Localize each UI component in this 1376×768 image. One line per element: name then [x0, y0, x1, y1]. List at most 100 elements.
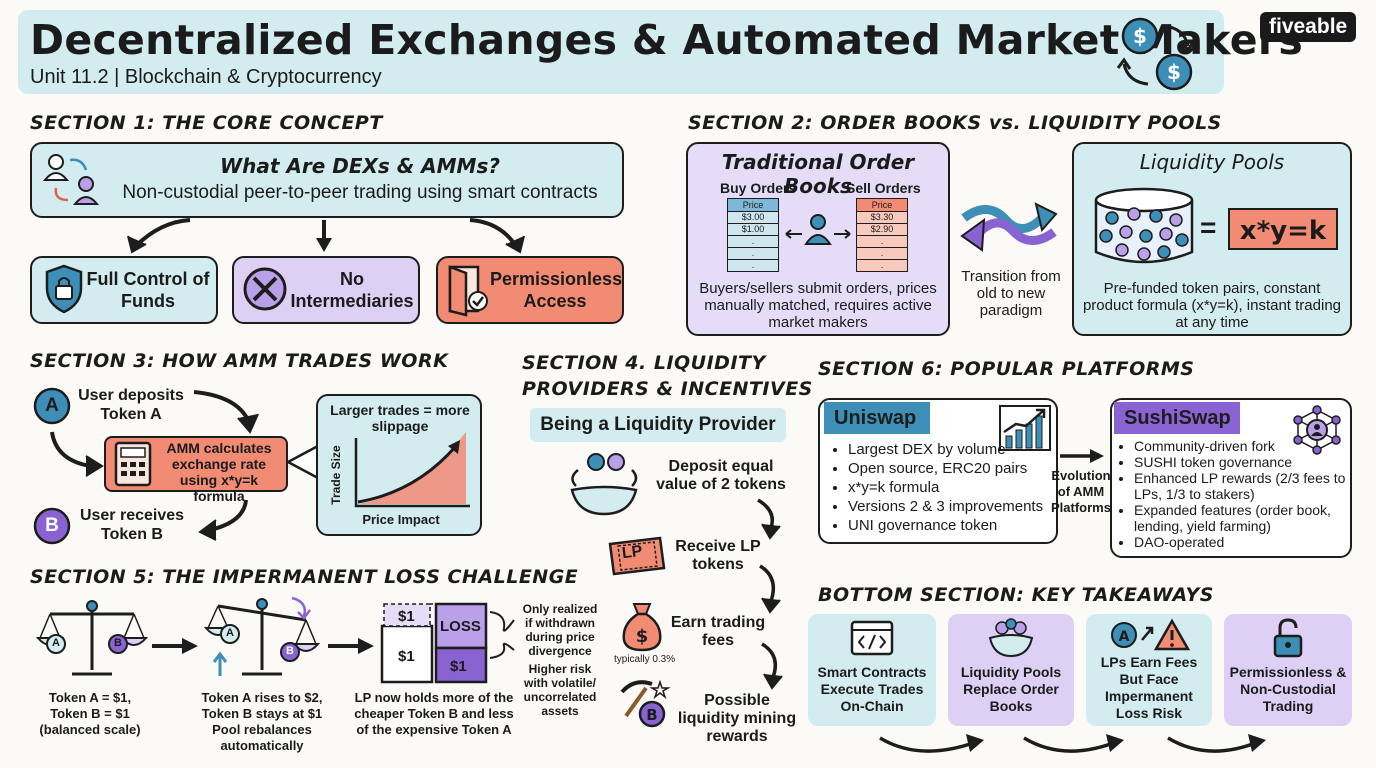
section3-heading: SECTION 3: HOW AMM TRADES WORK	[30, 350, 449, 372]
arrow-right-icon	[328, 638, 374, 654]
chart-x-label: Price Impact	[362, 512, 440, 527]
core-concept-text: Non-custodial peer-to-peer trading using…	[122, 182, 598, 203]
slippage-curve-chart	[354, 432, 470, 508]
token-b-letter: B	[45, 515, 59, 536]
step1-label: User deposits Token A	[78, 387, 184, 423]
token-b-icon	[33, 507, 71, 545]
section3-flow-arrows	[50, 390, 320, 541]
lp-holdings-bars	[380, 602, 488, 684]
il-note-risk: Higher risk with volatile/ uncorrelated …	[523, 662, 597, 718]
transition-label: Transition from old to new paradigm	[961, 268, 1061, 319]
table-row: $1.00	[728, 224, 778, 236]
section1-heading: SECTION 1: THE CORE CONCEPT	[30, 112, 383, 134]
calculator-icon	[114, 441, 152, 487]
liquidity-pools-title: Liquidity Pools	[1139, 150, 1285, 174]
fee-note: typically 0.3%	[614, 654, 676, 665]
peer-to-peer-icon	[42, 154, 100, 205]
table-row: .	[880, 260, 884, 270]
uniswap-bullets: Largest DEX by volume Open source, ERC20…	[830, 440, 1050, 535]
sushiswap-name: SushiSwap	[1114, 402, 1240, 434]
money-bag-icon: $	[622, 603, 662, 652]
token-a-letter: A	[45, 395, 59, 416]
list-item: x*y=k formula	[848, 478, 1050, 497]
header-banner	[18, 10, 1224, 94]
scale2-token-a: A	[226, 627, 234, 639]
scale1-token-a: A	[52, 637, 60, 649]
sushiswap-bullets: Community-driven fork SUSHI token govern…	[1118, 438, 1348, 550]
table-row: .	[857, 236, 907, 248]
list-item: Versions 2 & 3 improvements	[848, 497, 1050, 516]
table-row: $3.00	[728, 212, 778, 224]
pool-bowl-icon	[988, 618, 1034, 658]
takeaways-heading: BOTTOM SECTION: KEY TAKEAWAYS	[818, 584, 1214, 606]
network-dao-icon	[1293, 405, 1341, 455]
section4-flow-arrows	[757, 498, 783, 690]
section1-arrows	[127, 218, 525, 254]
takeaway-flow-arrows	[879, 734, 1266, 753]
balanced-scale-icon	[35, 600, 149, 676]
uniswap-name: Uniswap	[824, 402, 930, 434]
tilted-scale-icon	[203, 596, 321, 676]
bar-loss: LOSS	[440, 618, 481, 635]
table-row: $3.30	[857, 212, 907, 224]
code-window-icon	[850, 620, 894, 656]
core-item-label: Full Control of Funds	[86, 269, 210, 311]
page-title: Decentralized Exchanges & Automated Mark…	[30, 16, 1304, 64]
lp-step-label: Earn trading fees	[670, 614, 766, 649]
brand-logo: fiveable	[1260, 12, 1357, 42]
token-bowl-icon	[570, 453, 638, 516]
core-concept-title: What Are DEXs & AMMs?	[220, 154, 500, 178]
evolution-label: Evolution of AMM Platforms	[1051, 468, 1111, 515]
warning-icon: A	[1111, 618, 1191, 651]
table-row: $2.90	[857, 224, 907, 236]
bar-left-top: $1	[398, 608, 415, 625]
il-note-realized: Only realized if withdrawn during price …	[522, 602, 598, 658]
scale2-caption: Token A rises to $2, Token B stays at $1…	[201, 690, 323, 753]
transition-arrows-icon	[960, 202, 1058, 252]
chart-y-label: Trade Size	[329, 445, 343, 505]
table-header: Price	[728, 199, 778, 212]
section2-heading: SECTION 2: ORDER BOOKS vs. LIQUIDITY POO…	[688, 112, 1222, 134]
arrow-right-icon	[152, 638, 198, 654]
list-item: Open source, ERC20 pairs	[848, 459, 1050, 478]
section6-heading: SECTION 6: POPULAR PLATFORMS	[818, 358, 1195, 380]
takeaway-label: Permissionless & Non-Custodial Trading	[1229, 664, 1347, 714]
equals-sign: =	[1200, 212, 1217, 243]
sell-orders-table: Price $3.30 $2.90 . . .	[856, 198, 908, 272]
table-row: .	[728, 236, 778, 248]
takeaway-label: Liquidity Pools Replace Order Books	[960, 664, 1062, 714]
list-item: Enhanced LP rewards (2/3 fees to LPs, 1/…	[1134, 470, 1348, 502]
order-books-text: Buyers/sellers submit orders, prices man…	[699, 280, 937, 331]
core-item-label: Permissionless Access	[490, 269, 623, 311]
liquidity-pools-text: Pre-funded token pairs, constant product…	[1082, 280, 1342, 331]
token-a-icon	[33, 387, 71, 425]
page-subtitle: Unit 11.2 | Blockchain & Cryptocurrency	[30, 66, 382, 88]
svg-text:$: $	[636, 626, 649, 647]
section5-heading: SECTION 5: THE IMPERMANENT LOSS CHALLENG…	[30, 566, 579, 588]
section4-heading-line1: SECTION 4. LIQUIDITY	[522, 352, 766, 374]
list-item: Community-driven fork	[1134, 438, 1348, 454]
scale1-token-b: B	[114, 637, 122, 649]
lp-ticket-icon	[608, 536, 666, 576]
takeaway-label: Smart Contracts Execute Trades On-Chain	[817, 664, 927, 714]
lp-step-label: Receive LP tokens	[675, 538, 761, 573]
market-maker-icon	[785, 214, 851, 245]
core-item-label: No Intermediaries	[290, 269, 414, 311]
list-item: Expanded features (order book, lending, …	[1134, 502, 1348, 534]
bar-right-bottom: $1	[450, 658, 467, 675]
token-pool-icon	[1094, 187, 1194, 264]
list-item: UNI governance token	[848, 516, 1050, 535]
buy-orders-table: Price $3.00 $1.00 . . .	[727, 198, 779, 272]
step2-label: AMM calculates exchange rate using x*y=k…	[166, 440, 272, 504]
table-row: .	[751, 260, 755, 270]
step3-label: User receives Token B	[79, 507, 185, 543]
list-item: DAO-operated	[1134, 534, 1348, 550]
svg-text:$: $	[1167, 60, 1181, 84]
svg-text:B: B	[646, 706, 657, 724]
core-concept-box	[30, 142, 624, 218]
list-item: Largest DEX by volume	[848, 440, 1050, 459]
open-door-icon	[448, 265, 488, 317]
bar-left-bottom: $1	[398, 648, 415, 665]
currency-exchange-icon: $ $	[1116, 17, 1196, 91]
section4-heading-line2: PROVIDERS & INCENTIVES	[522, 378, 813, 400]
